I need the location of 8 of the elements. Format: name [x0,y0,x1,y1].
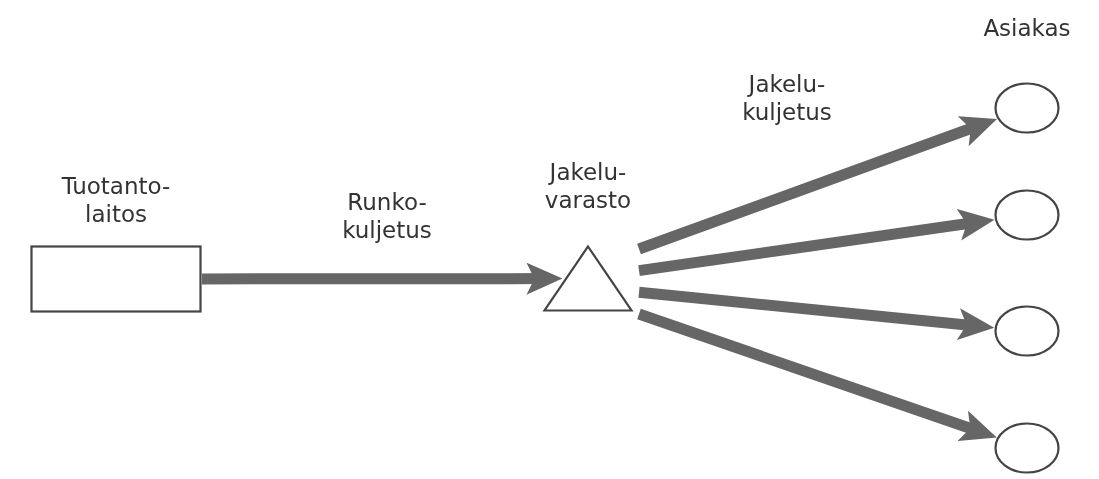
arrow [638,208,996,277]
node-label: Asiakas [982,14,1072,42]
arrow [637,113,999,255]
node-label: Tuotanto- laitos [60,172,172,228]
arrow [638,286,995,341]
node-label: Jakelu- varasto [543,158,633,214]
arrow [637,308,999,443]
arrow [202,262,563,295]
